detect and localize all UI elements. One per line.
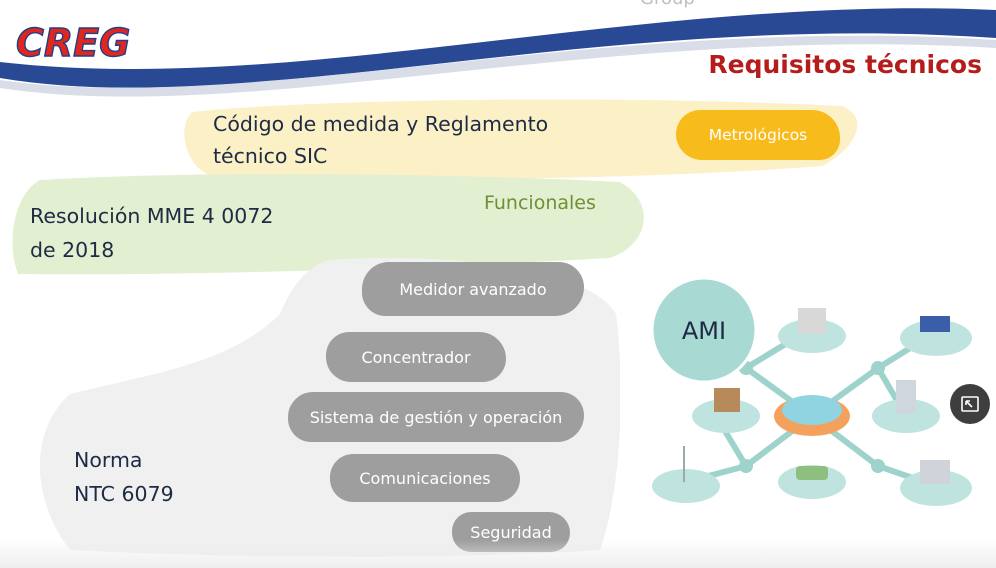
picture-in-picture-icon bbox=[961, 396, 979, 412]
ami-diagram: AMI bbox=[650, 276, 972, 506]
header-swoosh bbox=[0, 8, 996, 97]
norma-line2: NTC 6079 bbox=[74, 482, 174, 506]
component-medidor-avanzado: Medidor avanzado bbox=[362, 262, 584, 316]
ami-bubble bbox=[650, 276, 758, 384]
component-sistema-gestion: Sistema de gestión y operación bbox=[288, 392, 584, 442]
bottom-fade bbox=[0, 540, 996, 568]
codigo-medida-line2: técnico SIC bbox=[213, 144, 328, 168]
resolucion-line1: Resolución MME 4 0072 bbox=[30, 204, 274, 228]
logo-text: CREG bbox=[16, 21, 130, 64]
ami-label: AMI bbox=[682, 317, 726, 345]
network-nodes bbox=[739, 361, 885, 473]
component-comunicaciones: Comunicaciones bbox=[330, 454, 520, 502]
component-concentrador: Concentrador bbox=[326, 332, 506, 382]
picture-in-picture-button[interactable] bbox=[950, 384, 990, 424]
slide-title: Requisitos técnicos bbox=[708, 50, 982, 79]
norma-line1: Norma bbox=[74, 448, 143, 472]
funcionales-label: Funcionales bbox=[484, 192, 596, 214]
top-mark-text: Group bbox=[640, 0, 695, 9]
metrologicos-pill: Metrológicos bbox=[676, 110, 840, 160]
node-platforms bbox=[652, 308, 972, 506]
funcionales-blob bbox=[12, 174, 644, 275]
resolucion-line2: de 2018 bbox=[30, 238, 115, 262]
codigo-medida-line1: Código de medida y Reglamento bbox=[213, 112, 549, 136]
creg-logo: CREG bbox=[15, 20, 131, 64]
